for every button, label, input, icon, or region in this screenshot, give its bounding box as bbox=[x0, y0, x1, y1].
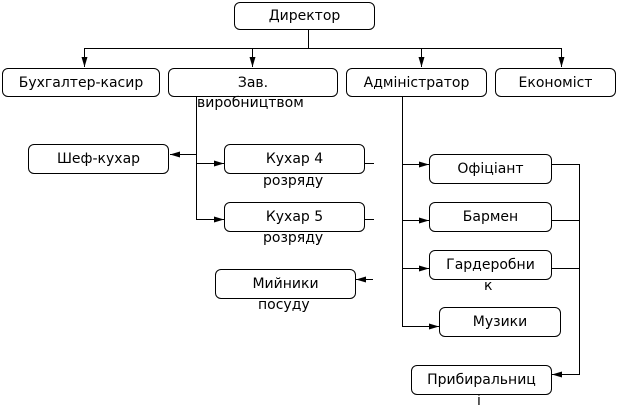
node-production-head-label-overflow: виробництвом bbox=[197, 95, 304, 111]
node-economist-label: Економіст bbox=[518, 74, 593, 91]
node-accountant[interactable]: Бухгалтер-касир bbox=[2, 68, 160, 97]
node-economist[interactable]: Економіст bbox=[495, 68, 616, 97]
node-cleaner[interactable]: Прибиральниц bbox=[411, 365, 552, 395]
node-musicians-label: Музики bbox=[472, 314, 528, 330]
node-director-label: Директор bbox=[268, 8, 341, 24]
node-dishwashers-label-overflow: посуду bbox=[258, 297, 310, 313]
node-cloakroom-label: Гардеробни bbox=[446, 257, 535, 273]
node-barman[interactable]: Бармен bbox=[429, 202, 552, 232]
node-waiter[interactable]: Офіціант bbox=[429, 154, 552, 184]
node-cook4[interactable]: Кухар 4 bbox=[224, 144, 365, 174]
node-production-head-label: Зав. bbox=[237, 74, 269, 91]
node-chef-label: Шеф-кухар bbox=[56, 151, 141, 167]
node-cleaner-label-overflow: і bbox=[477, 393, 481, 409]
node-cloakroom-label-overflow: к bbox=[484, 278, 493, 294]
node-dishwashers[interactable]: Мийники bbox=[215, 269, 356, 299]
node-barman-label: Бармен bbox=[462, 209, 519, 225]
node-cleaner-label: Прибиральниц bbox=[427, 372, 536, 388]
node-cook5[interactable]: Кухар 5 bbox=[224, 202, 365, 232]
node-cook5-label-overflow: розряду bbox=[263, 230, 324, 246]
node-chef[interactable]: Шеф-кухар bbox=[28, 144, 169, 174]
node-accountant-label: Бухгалтер-касир bbox=[18, 74, 144, 91]
node-dishwashers-label: Мийники bbox=[252, 276, 319, 292]
node-cook4-label-overflow: розряду bbox=[263, 173, 324, 189]
node-cook5-label: Кухар 5 bbox=[265, 209, 324, 225]
node-director[interactable]: Директор bbox=[234, 2, 375, 30]
node-cloakroom[interactable]: Гардеробни bbox=[429, 250, 552, 280]
node-waiter-label: Офіціант bbox=[457, 161, 524, 177]
node-production-head[interactable]: Зав. bbox=[168, 68, 338, 97]
node-cook4-label: Кухар 4 bbox=[265, 151, 324, 167]
node-musicians[interactable]: Музики bbox=[439, 307, 561, 337]
node-administrator-label: Адміністратор bbox=[363, 74, 470, 91]
node-administrator[interactable]: Адміністратор bbox=[346, 68, 487, 97]
